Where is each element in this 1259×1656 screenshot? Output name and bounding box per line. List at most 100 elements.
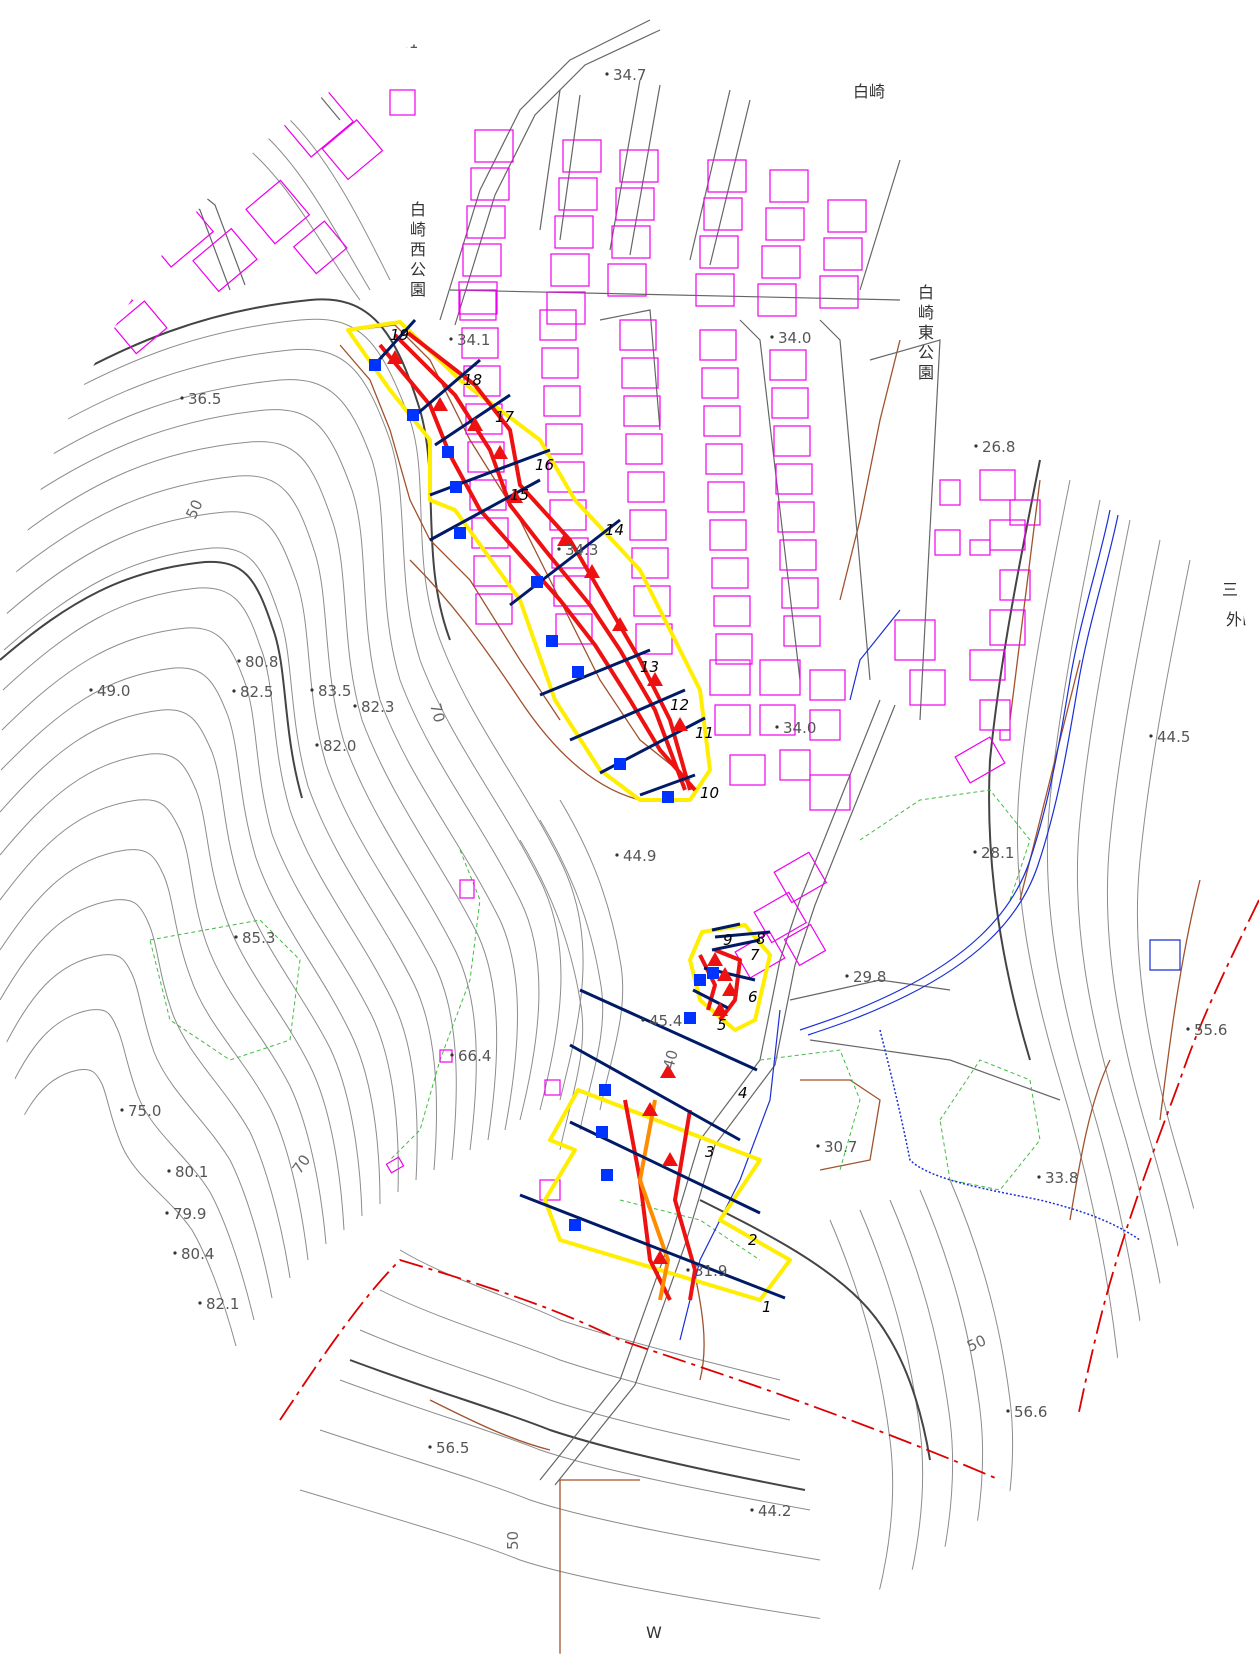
elevation-dot (775, 725, 779, 729)
section-number: 17 (495, 408, 515, 426)
survey-marker-triangle (652, 1250, 668, 1264)
elevation-value: 34.0 (778, 329, 811, 347)
survey-marker-square (442, 446, 454, 458)
section-number: 4 (738, 1084, 748, 1102)
elevation-dot (353, 704, 357, 708)
elevation-value: 56.6 (1014, 1403, 1047, 1421)
survey-marker-square (572, 666, 584, 678)
elevation-value: 82.0 (323, 737, 356, 755)
survey-marker-square (596, 1126, 608, 1138)
elevation-dot (557, 547, 561, 551)
elevation-value: 75.0 (128, 1102, 161, 1120)
elevation-dot (232, 689, 236, 693)
survey-marker-triangle (717, 967, 733, 981)
elevation-dot (686, 1268, 690, 1272)
survey-marker-triangle (387, 350, 403, 364)
elevation-value: 26.8 (982, 438, 1015, 456)
elevation-value: 85.3 (242, 929, 275, 947)
roads (119, 0, 1061, 1486)
survey-marker-triangle (642, 1102, 658, 1116)
survey-marker-square (546, 635, 558, 647)
section-number: 5 (717, 1016, 727, 1034)
elevation-dot (89, 688, 93, 692)
survey-marker-square (369, 359, 381, 371)
index-contours (0, 298, 1041, 1491)
place-labels: 白崎 三関 外山 W (646, 82, 1258, 1642)
section-number: 13 (640, 658, 659, 676)
elevation-value: 31.9 (694, 1262, 727, 1280)
survey-marker-square (684, 1012, 696, 1024)
survey-marker-square (662, 791, 674, 803)
survey-marker-square (694, 974, 706, 986)
elevation-value: 34.0 (783, 719, 816, 737)
elevation-value: 22.1 (385, 34, 418, 52)
survey-marker-triangle (584, 564, 600, 578)
elevation-value: 29.8 (853, 968, 886, 986)
survey-marker-triangle (647, 672, 663, 686)
elevation-value: 49.0 (97, 682, 130, 700)
elevation-value: 36.5 (188, 390, 221, 408)
elevation-value: 55.6 (1194, 1021, 1227, 1039)
elevation-dot (615, 853, 619, 857)
section-number: 12 (670, 696, 689, 714)
section-number: 9 (723, 931, 733, 949)
elevation-value: 28.1 (981, 844, 1014, 862)
elevation-dot (1186, 1027, 1190, 1031)
survey-marker-square (599, 1084, 611, 1096)
elevation-value: 34.7 (613, 66, 646, 84)
elevation-value: 82.3 (361, 698, 394, 716)
elevation-dot (974, 444, 978, 448)
survey-marker-square (407, 409, 419, 421)
map-mark-w: W (646, 1623, 662, 1642)
survey-marker-square (569, 1219, 581, 1231)
elevation-dot (173, 1251, 177, 1255)
survey-marker-triangle (467, 417, 483, 431)
contour-label: 70 (426, 701, 448, 724)
survey-marker-triangle (557, 532, 573, 546)
survey-marker-triangle (660, 1064, 676, 1078)
elevation-value: 79.9 (173, 1205, 206, 1223)
park-name-shirasaki-nishi: 白崎西公園 (410, 200, 426, 299)
survey-markers (369, 350, 738, 1264)
park-labels: 白崎西公園 白崎東公園 (410, 200, 934, 382)
elevation-dot (770, 335, 774, 339)
survey-marker-triangle (432, 397, 448, 411)
elevation-value: 44.2 (758, 1502, 791, 1520)
section-number: 7 (750, 946, 760, 964)
elevation-value: 83.5 (318, 682, 351, 700)
section-number: 11 (695, 724, 714, 742)
elevation-dot (750, 1508, 754, 1512)
admin-boundary (279, 899, 1259, 1501)
place-name-shirasaki: 白崎 (853, 82, 885, 101)
section-number: 16 (535, 456, 554, 474)
elevation-dot (450, 1053, 454, 1057)
vegetation-boundaries (149, 789, 1041, 1261)
section-number: 8 (756, 930, 766, 948)
elevation-dot (165, 1211, 169, 1215)
elevation-dot (167, 1169, 171, 1173)
survey-marker-triangle (712, 1002, 728, 1016)
contour-label: 50 (964, 1331, 989, 1355)
elevation-dot (237, 659, 241, 663)
elevation-dot (973, 850, 977, 854)
survey-marker-square (601, 1169, 613, 1181)
elevation-dot (1037, 1175, 1041, 1179)
survey-marker-square (707, 967, 719, 979)
elevation-dot (120, 1108, 124, 1112)
elevation-dot (198, 1301, 202, 1305)
section-number: 10 (700, 784, 719, 802)
elevation-dot (1006, 1409, 1010, 1413)
survey-marker-triangle (507, 489, 523, 503)
contour-label: 40 (659, 1048, 681, 1071)
cross-section-lines (368, 318, 786, 1300)
survey-marker-square (450, 481, 462, 493)
survey-marker-triangle (707, 952, 723, 966)
section-number: 6 (748, 988, 758, 1006)
section-number: 15 (510, 486, 529, 504)
elevation-dot (180, 396, 184, 400)
elevation-value: 34.3 (565, 541, 598, 559)
elevation-dot (120, 135, 124, 139)
elevation-dot (234, 935, 238, 939)
